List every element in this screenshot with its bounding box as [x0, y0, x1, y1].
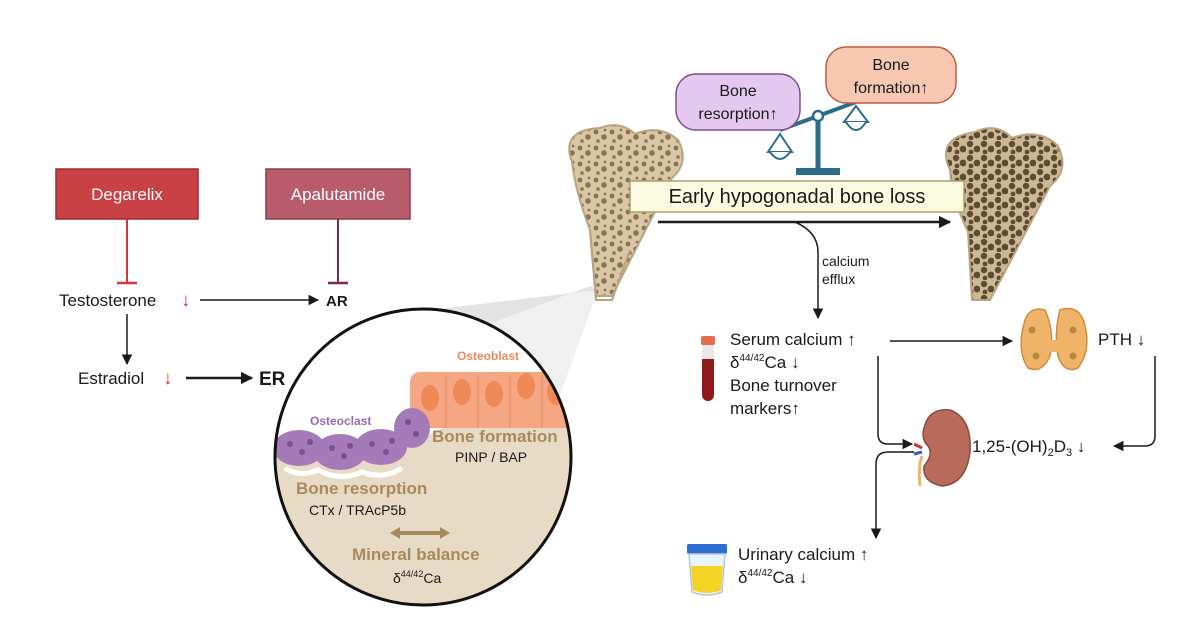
inset-border [273, 307, 573, 607]
kidney-icon [913, 409, 971, 487]
bone-formation-line1: Bone [872, 57, 909, 74]
inset-delta-ca-label: δ44/42Ca [393, 569, 441, 586]
osteoclast-cells [275, 408, 430, 470]
pth-to-vitd-arrow [1112, 356, 1156, 452]
bone-resorption-bubble: Bone resorption↑ [675, 73, 801, 131]
early-bone-loss-banner: Early hypogonadal bone loss [629, 180, 965, 213]
urinary-calcium-label: Urinary calcium ↑ [738, 545, 868, 564]
kidney-to-urine-arrow [870, 451, 914, 540]
bone-resorption-line1: Bone [719, 83, 756, 100]
vitamin-d-label: 1,25-(OH)2D3 ↓ [972, 437, 1085, 459]
formation-markers-label: PINP / BAP [455, 449, 527, 465]
degarelix-box: Degarelix [55, 168, 199, 220]
bone-remodeling-inset: Osteoblast Osteoclast Bone formation PIN… [273, 307, 573, 607]
double-arrow-left-head [390, 527, 400, 539]
bone-resorption-label: Bone resorption [296, 479, 427, 498]
estradiol-label: Estradiol [78, 369, 144, 388]
er-label: ER [259, 369, 286, 390]
bone-formation-bubble: Bone formation↑ [825, 46, 957, 104]
serum-calcium-label: Serum calcium ↑ [730, 330, 856, 349]
mineral-balance-label: Mineral balance [352, 545, 480, 564]
apalutamide-box: Apalutamide [265, 168, 411, 220]
blood-tube-icon [701, 336, 715, 401]
degarelix-inhibition [117, 219, 137, 285]
degarelix-label: Degarelix [91, 185, 163, 204]
healthy-femur-icon [568, 124, 684, 301]
banner-text: Early hypogonadal bone loss [669, 186, 926, 208]
urinary-delta-ca-label: δ44/42Ca ↓ [738, 568, 807, 587]
osteoporotic-femur-icon [945, 127, 1064, 301]
serum-to-kidney-arrow [877, 356, 914, 450]
osteoclast-label: Osteoclast [310, 414, 371, 428]
testosterone-down-arrow: ↓ [181, 290, 191, 311]
urine-cup-icon [687, 544, 727, 596]
calcium-efflux-arrow [794, 221, 824, 320]
calcium-efflux-line2: efflux [822, 271, 855, 287]
apalutamide-label: Apalutamide [291, 185, 386, 204]
bone-resorption-line2: resorption↑ [698, 106, 777, 123]
pth-label: PTH ↓ [1098, 330, 1145, 349]
resorption-markers-label: CTx / TRAcP5b [309, 502, 406, 518]
bone-turnover-label: Bone turnover [730, 376, 837, 395]
bone-turnover-markers-label: markers↑ [730, 399, 800, 418]
resorption-pits [283, 465, 404, 479]
estradiol-down-arrow: ↓ [163, 368, 173, 389]
parathyroid-icon [1020, 307, 1088, 371]
ar-label: AR [326, 293, 348, 310]
double-arrow-right-head [440, 527, 450, 539]
bone-formation-line2: formation↑ [854, 80, 929, 97]
apalutamide-inhibition [328, 219, 348, 285]
osteoblast-label: Osteoblast [457, 349, 519, 363]
calcium-efflux-line1: calcium [822, 253, 869, 269]
bone-formation-label: Bone formation [432, 427, 558, 446]
serum-delta-ca-label: δ44/42Ca ↓ [730, 353, 799, 372]
testosterone-label: Testosterone [59, 291, 156, 310]
